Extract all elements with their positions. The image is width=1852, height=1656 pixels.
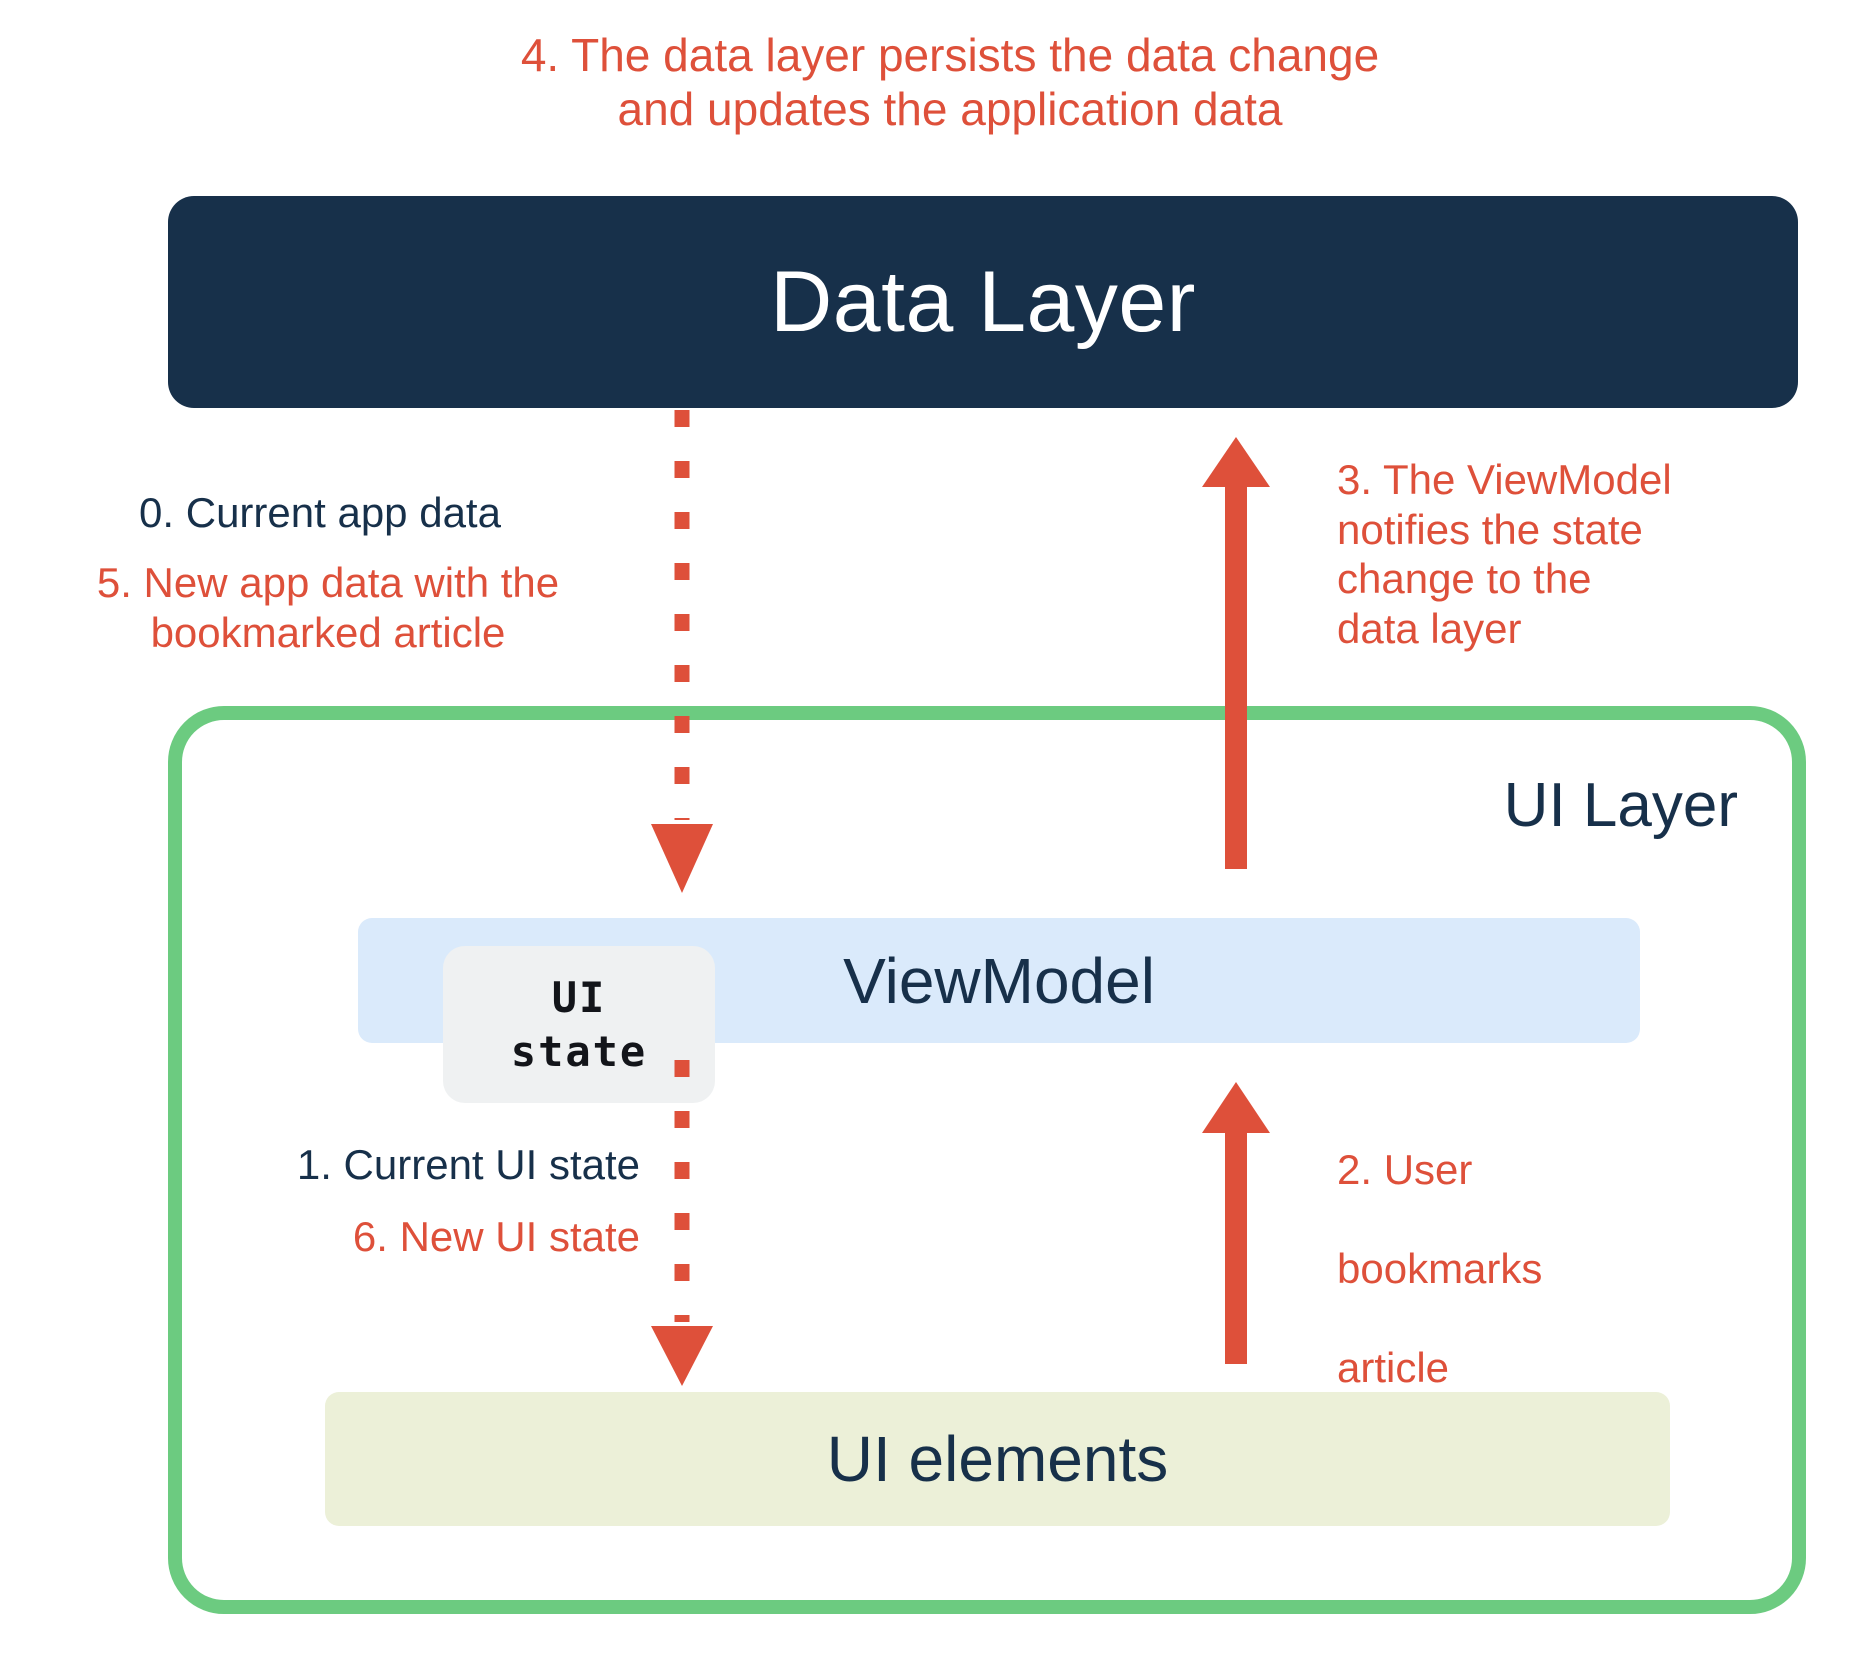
ui-layer-title: UI Layer <box>1503 771 1738 840</box>
ui-state-chip: UI state <box>443 946 715 1103</box>
ui-state-chip-line-1: UI <box>551 972 607 1022</box>
data-layer-title: Data Layer <box>770 253 1196 350</box>
caption-step-2-line-3: article <box>1337 1343 1450 1391</box>
caption-step-2-line-2: bookmarks <box>1337 1244 1543 1292</box>
caption-step-5: 5. New app data with the bookmarked arti… <box>96 559 560 656</box>
ui-elements-box: UI elements <box>325 1392 1670 1526</box>
ui-state-chip-line-2: state <box>510 1026 648 1076</box>
caption-step-1: 1. Current UI state <box>296 1141 640 1188</box>
caption-step-4: 4. The data layer persists the data chan… <box>520 29 1380 136</box>
caption-step-3: 3. The ViewModel notifies the state chan… <box>1337 456 1672 652</box>
caption-step-2-line-1: 2. User <box>1337 1145 1473 1193</box>
ui-elements-title: UI elements <box>826 1423 1169 1495</box>
caption-step-6: 6. New UI state <box>352 1213 640 1260</box>
data-layer-box: Data Layer <box>168 196 1798 408</box>
caption-step-0: 0. Current app data <box>139 489 501 536</box>
viewmodel-title: ViewModel <box>843 944 1155 1017</box>
